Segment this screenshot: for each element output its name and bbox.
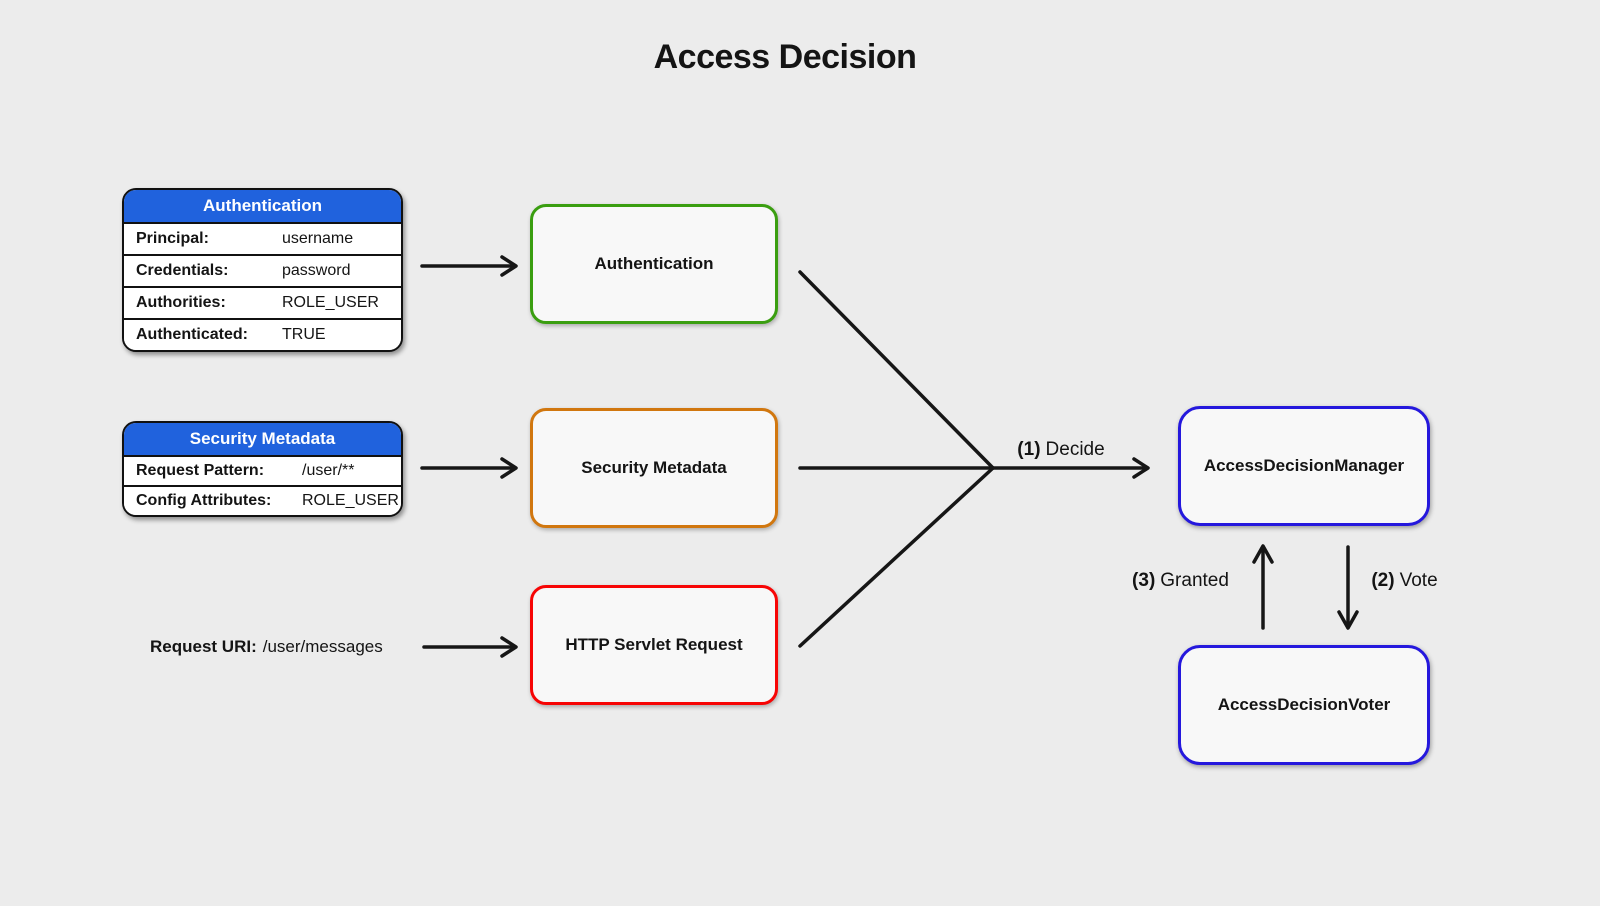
arrow-request-uri-to-http-node bbox=[422, 636, 518, 658]
edge-label-granted: (3)Granted bbox=[1108, 568, 1253, 594]
row-value: /user/** bbox=[302, 462, 355, 479]
node-authentication: Authentication bbox=[530, 204, 778, 324]
node-access-decision-manager: AccessDecisionManager bbox=[1178, 406, 1430, 526]
row-label: Config Attributes: bbox=[136, 492, 272, 509]
node-label: HTTP Servlet Request bbox=[565, 635, 743, 654]
authentication-table-header: Authentication bbox=[124, 190, 401, 222]
node-label: Authentication bbox=[594, 254, 714, 273]
edge-step-number: (1) bbox=[1017, 439, 1041, 460]
edge-step-number: (3) bbox=[1132, 570, 1156, 591]
table-row: Principal: username bbox=[124, 222, 401, 254]
row-label: Request Pattern: bbox=[136, 462, 265, 479]
row-value: password bbox=[282, 262, 351, 279]
row-label: Authorities: bbox=[136, 294, 226, 311]
node-security-metadata: Security Metadata bbox=[530, 408, 778, 528]
edge-step-text: Vote bbox=[1399, 570, 1438, 591]
request-uri-label: Request URI: /user/messages bbox=[150, 633, 383, 660]
row-value: username bbox=[282, 230, 354, 247]
authentication-table: Authentication Principal: username Crede… bbox=[122, 188, 403, 352]
node-label: AccessDecisionManager bbox=[1203, 456, 1405, 475]
table-row: Credentials: password bbox=[124, 254, 401, 286]
arrow-vote-down bbox=[1337, 545, 1359, 630]
edge-step-number: (2) bbox=[1371, 570, 1395, 591]
row-value: ROLE_USER bbox=[302, 492, 399, 509]
edge-step-text: Granted bbox=[1160, 570, 1229, 591]
table-row: Authorities: ROLE_USER bbox=[124, 286, 401, 318]
node-http-servlet-request: HTTP Servlet Request bbox=[530, 585, 778, 705]
row-value: ROLE_USER bbox=[282, 294, 379, 311]
arrow-metadata-table-to-metadata-node bbox=[420, 457, 518, 479]
edge-label-decide: (1)Decide bbox=[1001, 437, 1121, 463]
request-uri-key: Request URI: bbox=[150, 637, 257, 656]
node-label: AccessDecisionVoter bbox=[1217, 695, 1391, 714]
row-label: Principal: bbox=[136, 230, 209, 247]
edge-label-vote: (2)Vote bbox=[1357, 568, 1452, 594]
edge-step-text: Decide bbox=[1045, 439, 1105, 460]
table-row: Config Attributes: ROLE_USER bbox=[124, 485, 401, 515]
table-row: Request Pattern: /user/** bbox=[124, 455, 401, 485]
security-metadata-table: Security Metadata Request Pattern: /user… bbox=[122, 421, 403, 517]
request-uri-value: /user/messages bbox=[262, 637, 383, 656]
page-title: Access Decision bbox=[653, 38, 917, 76]
node-access-decision-voter: AccessDecisionVoter bbox=[1178, 645, 1430, 765]
arrow-auth-table-to-auth-node bbox=[420, 255, 518, 277]
table-row: Authenticated: TRUE bbox=[124, 318, 401, 350]
row-value: TRUE bbox=[282, 326, 326, 343]
node-label: Security Metadata bbox=[581, 458, 727, 477]
arrow-granted-up bbox=[1252, 544, 1274, 630]
row-label: Authenticated: bbox=[136, 326, 248, 343]
row-label: Credentials: bbox=[136, 262, 229, 279]
security-metadata-table-header: Security Metadata bbox=[124, 423, 401, 455]
